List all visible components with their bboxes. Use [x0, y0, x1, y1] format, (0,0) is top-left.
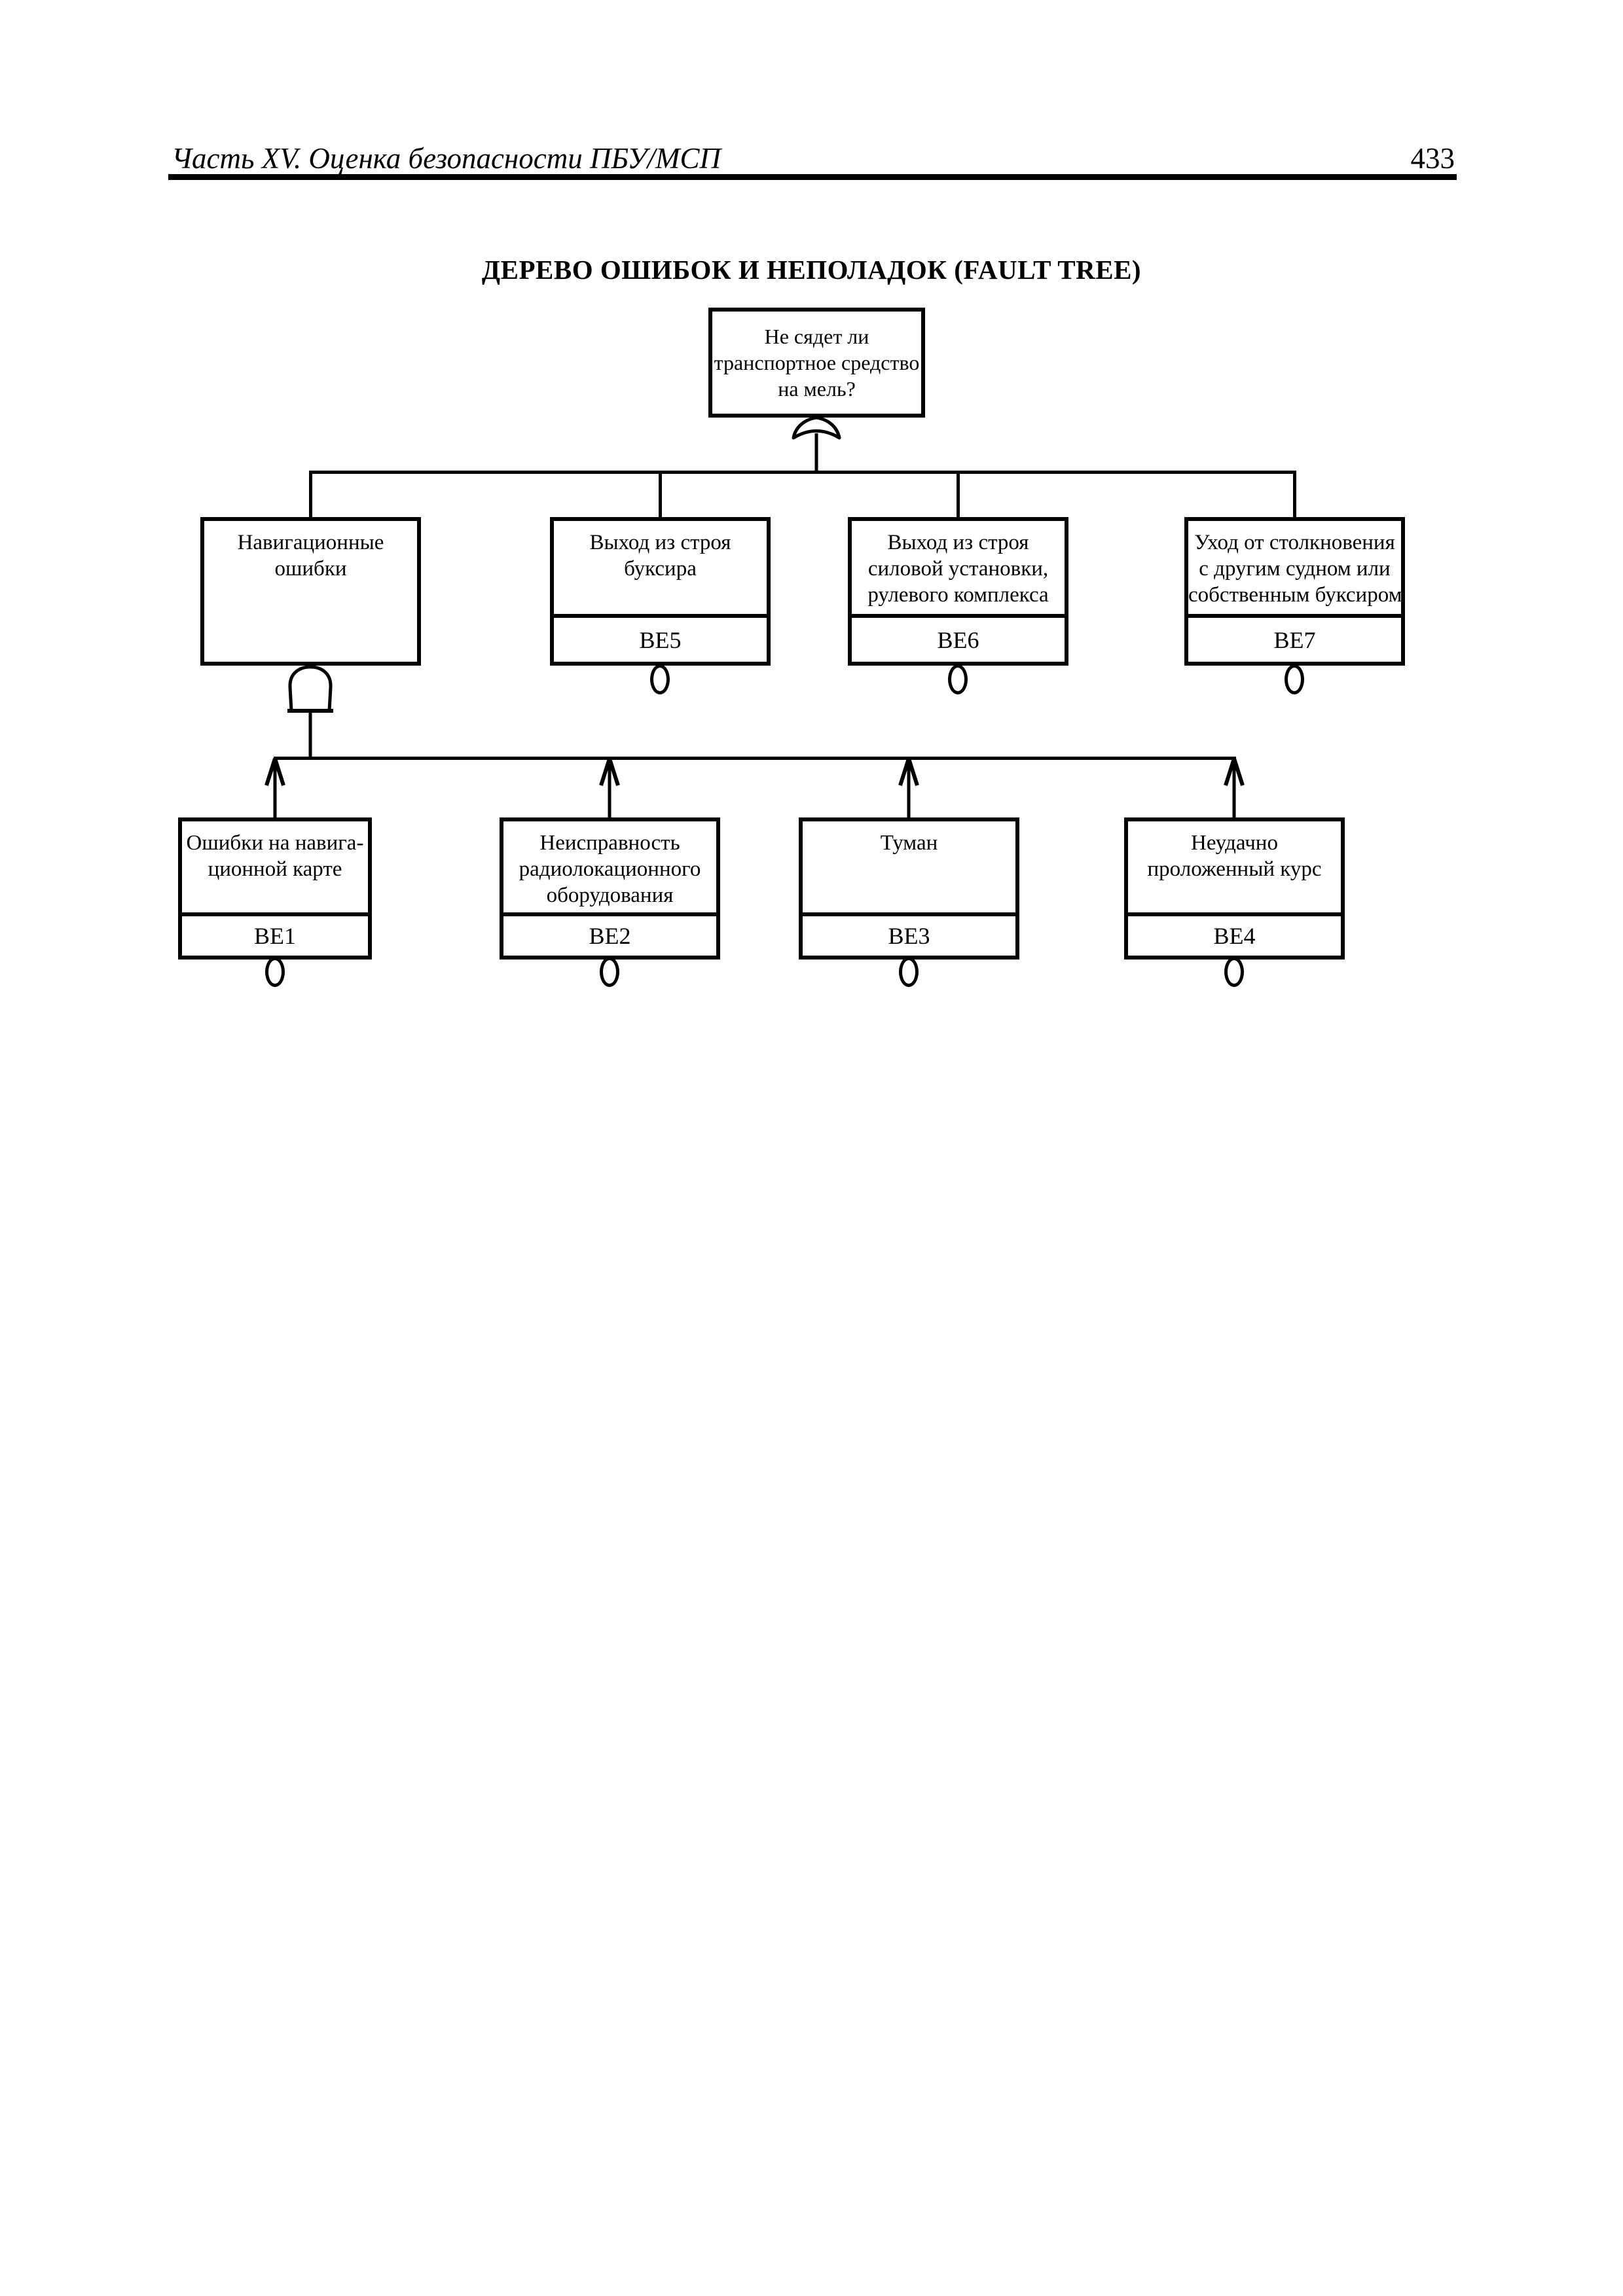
- event-box-label: Ошибки на навига- ционной карте: [186, 831, 364, 881]
- basic-event-id: BE5: [554, 614, 767, 662]
- basic-event-id: BE1: [182, 912, 368, 956]
- event-box-navigation-errors: Навигационные ошибки: [200, 517, 421, 666]
- event-box-label: Неисправность радиолокационного оборудов…: [519, 831, 701, 907]
- connector-line: [957, 471, 960, 517]
- event-box-label: Навигационные ошибки: [237, 531, 384, 581]
- event-box-be2: Неисправность радиолокационного оборудов…: [500, 817, 720, 960]
- connector-line: [1293, 471, 1296, 517]
- event-box-label: Уход от столкновения с другим судном или…: [1188, 531, 1402, 607]
- connector-line: [659, 471, 662, 517]
- diagram-title: ДЕРЕВО ОШИБОК И НЕПОЛАДОК (FAULT TREE): [481, 255, 1142, 285]
- basic-event-circle-icon: [1285, 664, 1304, 694]
- event-box-be6: Выход из строя силовой установки, рулево…: [848, 517, 1068, 666]
- basic-event-id: BE3: [803, 912, 1015, 956]
- basic-event-id: BE6: [852, 614, 1065, 662]
- page-number: 433: [1410, 142, 1455, 175]
- up-arrow-icon: [264, 758, 285, 819]
- bus-line-level3: [274, 757, 1236, 760]
- up-arrow-icon: [898, 758, 919, 819]
- basic-event-id: BE4: [1128, 912, 1341, 956]
- up-arrow-icon: [1224, 758, 1245, 819]
- connector-line: [309, 471, 312, 517]
- event-box-label: Неудачно проложенный курс: [1147, 831, 1322, 881]
- and-gate-icon: [287, 665, 333, 760]
- basic-event-circle-icon: [265, 957, 285, 987]
- event-box-be7: Уход от столкновения с другим судном или…: [1184, 517, 1405, 666]
- basic-event-circle-icon: [899, 957, 919, 987]
- top-event-label: Не сядет ли транспортное средство на мел…: [714, 325, 920, 401]
- event-box-be3: Туман BE3: [799, 817, 1019, 960]
- basic-event-id: BE2: [503, 912, 716, 956]
- bus-line-level2: [309, 471, 1296, 474]
- basic-event-circle-icon: [1224, 957, 1244, 987]
- up-arrow-icon: [599, 758, 620, 819]
- basic-event-id: BE7: [1188, 614, 1401, 662]
- basic-event-circle-icon: [650, 664, 670, 694]
- event-box-be4: Неудачно проложенный курс BE4: [1124, 817, 1345, 960]
- top-event-box: Не сядет ли транспортное средство на мел…: [708, 308, 925, 418]
- basic-event-circle-icon: [600, 957, 619, 987]
- basic-event-circle-icon: [948, 664, 968, 694]
- event-box-be1: Ошибки на навига- ционной карте BE1: [178, 817, 372, 960]
- header-rule: [168, 174, 1457, 180]
- event-box-label: Туман: [880, 831, 938, 855]
- event-box-label: Выход из строя силовой установки, рулево…: [867, 531, 1049, 607]
- or-gate-icon: [792, 416, 841, 474]
- event-box-label: Выход из строя буксира: [589, 531, 731, 581]
- event-box-be5: Выход из строя буксира BE5: [550, 517, 771, 666]
- header-section-title: Часть XV. Оценка безопасности ПБУ/МСП: [172, 142, 721, 175]
